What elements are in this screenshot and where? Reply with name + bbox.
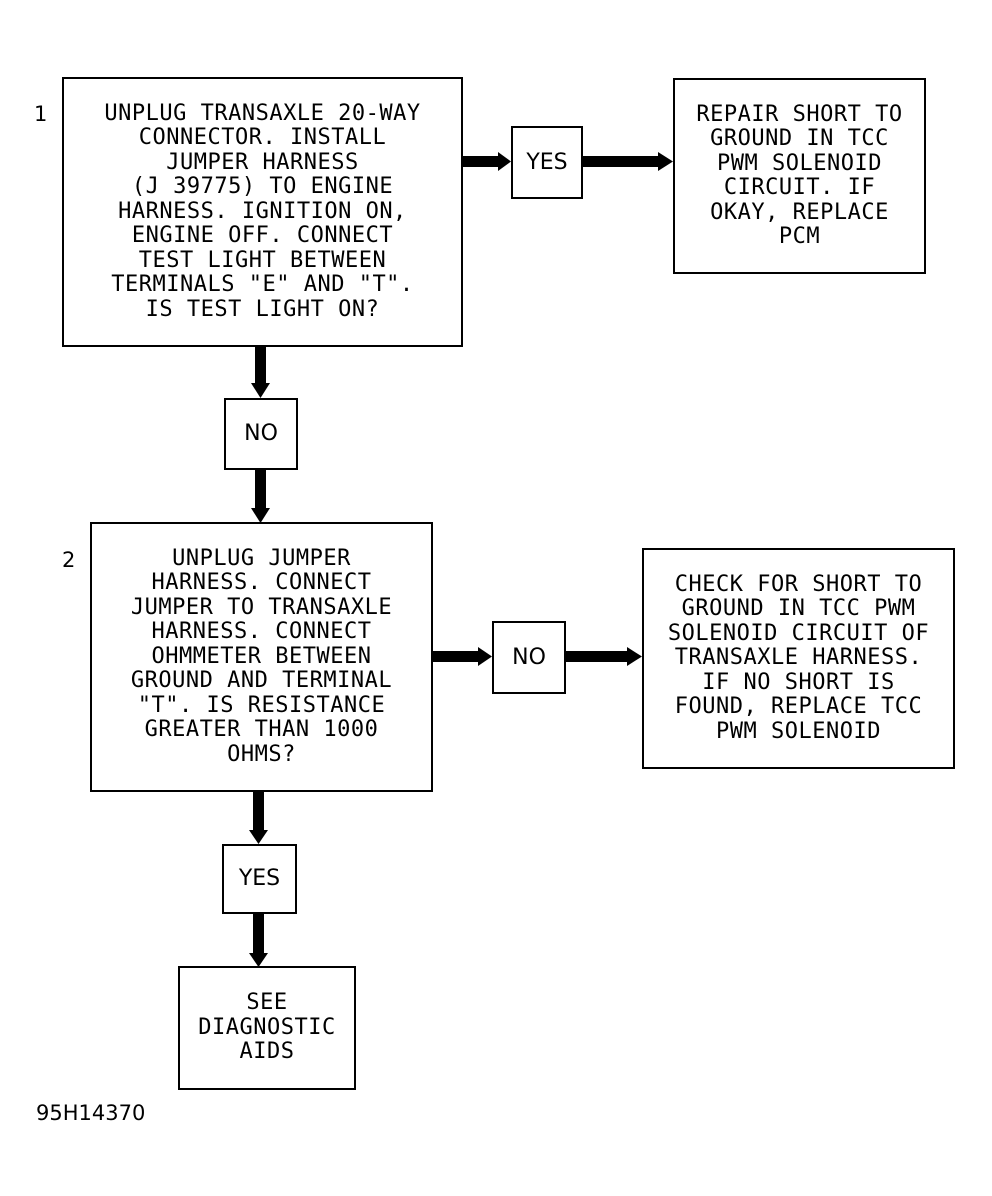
result2-text: CHECK FOR SHORT TO GROUND IN TCC PWM SOL… [667,571,930,744]
step1-box: UNPLUG TRANSAXLE 20-WAY CONNECTOR. INSTA… [62,77,463,347]
step1-number: 1 [34,102,48,126]
arrow-step1-to-no [251,347,270,398]
arrow-step1-to-yes [462,152,511,171]
step1-text: UNPLUG TRANSAXLE 20-WAY CONNECTOR. INSTA… [104,100,421,322]
no-label-2-text: NO [512,644,546,670]
no-label-1-text: NO [244,421,278,446]
arrow-step2-to-no [432,647,492,666]
result2-box: CHECK FOR SHORT TO GROUND IN TCC PWM SOL… [642,548,955,769]
result3-box: SEE DIAGNOSTIC AIDS [178,966,356,1090]
arrow-yes-to-result3 [249,913,268,967]
arrow-yes-to-result1 [583,152,673,171]
step2-box: UNPLUG JUMPER HARNESS. CONNECT JUMPER TO… [90,522,433,792]
yes-label-1-text: YES [526,149,568,175]
arrow-no-to-result2 [565,647,642,666]
yes-label-2-text: YES [238,866,281,891]
arrow-no-to-step2 [251,470,270,523]
step2-number: 2 [62,548,76,572]
step2-text: UNPLUG JUMPER HARNESS. CONNECT JUMPER TO… [130,545,393,767]
no-label-2: NO [492,621,566,694]
figure-id: 95H14370 [36,1101,146,1125]
arrow-step2-to-yes [249,791,268,844]
result3-text: SEE DIAGNOSTIC AIDS [198,990,336,1065]
result1-box: REPAIR SHORT TO GROUND IN TCC PWM SOLENO… [673,78,926,274]
yes-label-1: YES [511,126,583,199]
no-label-1: NO [224,398,298,470]
yes-label-2: YES [222,844,297,914]
result1-text: REPAIR SHORT TO GROUND IN TCC PWM SOLENO… [696,101,903,249]
